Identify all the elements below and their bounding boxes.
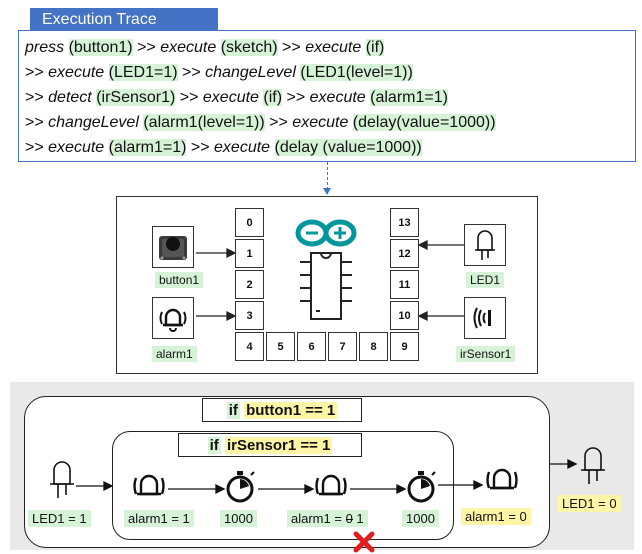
trace-argument: (sketch) — [220, 39, 278, 56]
trace-verb: execute — [48, 139, 105, 156]
trace-verb: execute — [309, 89, 366, 106]
trace-argument: (alarm1(level=1)) — [143, 114, 265, 131]
led-icon — [475, 230, 495, 260]
alarm-step2-struck-value: 0 — [345, 511, 353, 526]
trace-verb: execute — [214, 139, 271, 156]
outer-condition: if button1 == 1 — [202, 398, 362, 422]
trace-verb: detect — [48, 89, 92, 106]
trace-separator: >> — [277, 39, 306, 56]
trace-separator — [64, 39, 68, 56]
pin-7: 7 — [328, 332, 357, 361]
trace-line: >> changeLevel (alarm1(level=1)) >> exec… — [25, 110, 635, 135]
trace-verb: execute — [292, 114, 349, 131]
trace-argument: (delay(value=1000)) — [352, 114, 496, 131]
trace-separator — [104, 64, 108, 81]
trace-argument: (if) — [365, 39, 385, 56]
trace-line: >> detect (irSensor1) >> execute (if) >>… — [25, 85, 635, 110]
pin-8: 8 — [359, 332, 388, 361]
trace-verb: execute — [48, 64, 105, 81]
led-end-label: LED1 = 0 — [558, 495, 621, 512]
led-component — [464, 224, 506, 266]
pin-13: 13 — [390, 208, 419, 237]
pin-3: 3 — [235, 301, 264, 330]
trace-connector-arrow — [323, 188, 331, 195]
trace-argument: (irSensor1) — [96, 89, 176, 106]
pin-6: 6 — [297, 332, 326, 361]
trace-verb: execute — [305, 39, 362, 56]
trace-argument: (if) — [263, 89, 283, 106]
trace-connector — [327, 162, 328, 190]
push-button-icon — [159, 236, 187, 260]
pin-11: 11 — [390, 270, 419, 299]
button-label: button1 — [155, 272, 204, 288]
inner-condition-keyword: if — [207, 436, 221, 454]
alarm-step1-label: alarm1 = 1 — [124, 510, 194, 527]
push-button-component — [152, 226, 194, 268]
pin-12: 12 — [390, 239, 419, 268]
pin-5: 5 — [266, 332, 295, 361]
outer-condition-keyword: if — [226, 401, 240, 419]
alarm-component — [152, 297, 194, 339]
pin-4: 4 — [235, 332, 264, 361]
trace-separator: >> — [186, 139, 215, 156]
trace-line: press (button1) >> execute (sketch) >> e… — [25, 35, 635, 60]
inner-condition: if irSensor1 == 1 — [178, 433, 362, 457]
led-label: LED1 — [466, 272, 505, 288]
trace-verb: press — [25, 39, 65, 56]
trace-separator: >> — [264, 114, 293, 131]
led-start-label: LED1 = 1 — [28, 510, 91, 527]
trace-separator — [104, 139, 108, 156]
trace-argument: (LED1=1) — [108, 64, 178, 81]
trace-separator — [270, 139, 274, 156]
trace-argument: (alarm1=1) — [370, 89, 448, 106]
pin-0: 0 — [235, 208, 264, 237]
trace-box: press (button1) >> execute (sketch) >> e… — [18, 30, 636, 162]
trace-line: >> execute (LED1=1) >> changeLevel (LED1… — [25, 60, 635, 85]
pin-9: 9 — [390, 332, 419, 361]
trace-verb: execute — [160, 39, 217, 56]
trace-separator: >> — [282, 89, 310, 106]
ir-sensor-icon — [473, 307, 491, 329]
trace-separator: >> — [132, 39, 161, 56]
alarm-label: alarm1 — [152, 346, 197, 362]
trace-argument: (delay (value=1000)) — [274, 139, 422, 156]
alarm-step3-label: alarm1 = 0 — [461, 508, 531, 525]
alarm-bell-icon — [159, 308, 187, 332]
trace-line: >> execute (alarm1=1) >> execute (delay … — [25, 135, 635, 160]
inner-condition-expression: irSensor1 == 1 — [224, 436, 333, 454]
alarm-step2-label: alarm1 = 0 1 — [287, 510, 368, 527]
trace-verb: changeLevel — [48, 114, 139, 131]
delay1-label: 1000 — [220, 510, 257, 527]
trace-separator: >> — [175, 89, 203, 106]
trace-argument: (alarm1=1) — [108, 139, 187, 156]
trace-verb: changeLevel — [205, 64, 296, 81]
trace-separator: >> — [25, 114, 49, 131]
outer-condition-expression: button1 == 1 — [244, 401, 338, 419]
trace-separator: >> — [177, 64, 206, 81]
trace-separator: >> — [25, 139, 49, 156]
trace-separator: >> — [25, 64, 49, 81]
trace-argument: (LED1(level=1)) — [300, 64, 413, 81]
pin-2: 2 — [235, 270, 264, 299]
pin-1: 1 — [235, 239, 264, 268]
trace-separator: >> — [25, 89, 49, 106]
trace-title: Execution Trace — [30, 8, 218, 31]
pin-10: 10 — [390, 301, 419, 330]
trace-verb: execute — [202, 89, 259, 106]
ir-sensor-label: irSensor1 — [456, 346, 516, 362]
ir-sensor-component — [464, 297, 506, 339]
trace-argument: (button1) — [68, 39, 133, 56]
board-diagram — [116, 196, 538, 374]
delay2-label: 1000 — [402, 510, 439, 527]
